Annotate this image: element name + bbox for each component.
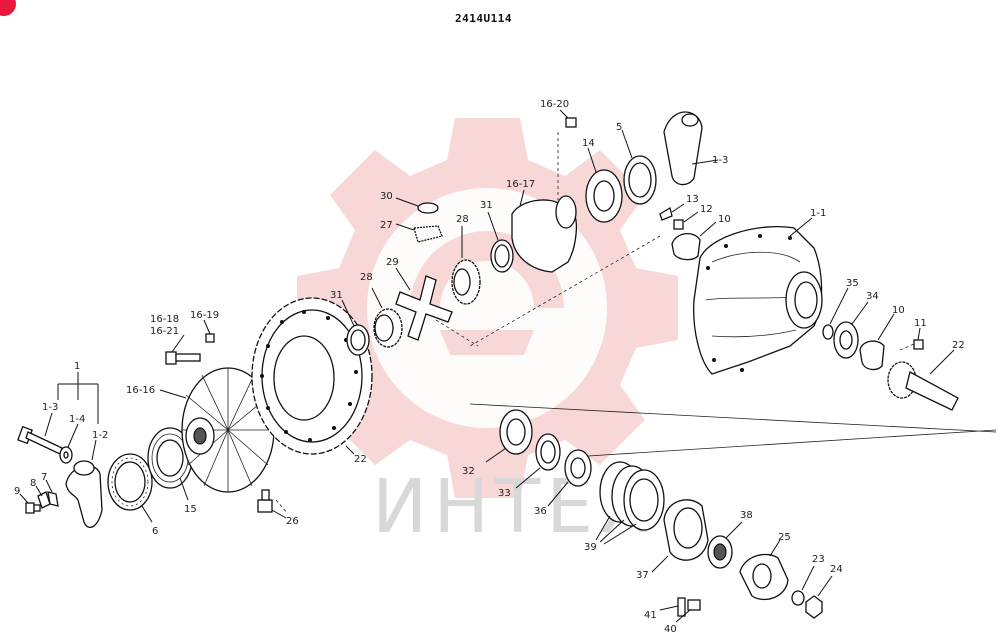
- part-plate-10a: [469, 221, 717, 347]
- callout-29: 29: [386, 257, 399, 268]
- bracket-group-1: [57, 372, 99, 424]
- callout-12: 12: [700, 204, 713, 215]
- callout-22b: 22: [952, 340, 965, 351]
- callout-41: 41: [644, 610, 657, 621]
- callout-1-4: 1-4: [69, 414, 85, 425]
- part-bearing-15: [147, 427, 193, 501]
- callout-25: 25: [778, 532, 791, 543]
- callout-10b: 10: [892, 305, 905, 316]
- callout-5: 5: [616, 122, 622, 133]
- callout-13: 13: [686, 194, 699, 205]
- part-bolt-26: [257, 489, 289, 519]
- callout-11: 11: [914, 318, 927, 329]
- part-washer-1-4: [59, 423, 79, 464]
- callout-28b: 28: [456, 214, 469, 225]
- part-washer-31a: [341, 299, 370, 356]
- callout-24: 24: [830, 564, 843, 575]
- callout-1: 1: [74, 361, 80, 372]
- part-small-13: [659, 203, 685, 221]
- part-small-7: [45, 479, 59, 507]
- callout-38: 38: [740, 510, 753, 521]
- part-washer-31b: [487, 211, 514, 273]
- callout-16-19: 16-19: [190, 310, 219, 321]
- callout-8: 8: [30, 478, 36, 489]
- part-plate-10b: [859, 313, 895, 371]
- part-spider-cross-29: [395, 267, 479, 347]
- part-nut-16-20: [559, 109, 577, 128]
- part-bearing-34: [833, 301, 869, 359]
- part-bolt-1-3: [17, 412, 63, 455]
- callout-16-18: 16-18: [150, 314, 179, 325]
- callout-16-21: 16-21: [150, 326, 179, 337]
- callout-33: 33: [498, 488, 511, 499]
- part-washer-35: [822, 287, 849, 340]
- callout-1-1: 1-1: [810, 208, 826, 219]
- part-bearing-cap-1-3: [663, 111, 719, 186]
- part-washer-30: [395, 197, 439, 214]
- part-flange-25: [739, 539, 789, 601]
- corner-badge: [0, 0, 16, 16]
- assembly-line-lower: [469, 403, 997, 457]
- callout-26: 26: [286, 516, 299, 527]
- callout-labels: 1 1-3 1-4 1-2 9 8 7 6 15 16-16 16-18 16-…: [14, 99, 965, 635]
- callout-22a: 22: [354, 454, 367, 465]
- part-shims-39: [595, 461, 665, 545]
- part-bearing-36: [547, 449, 592, 507]
- part-ring-gear-22: [251, 297, 373, 455]
- callout-1-2: 1-2: [92, 430, 108, 441]
- part-diff-case-16-16: [159, 367, 275, 493]
- part-washer-23: [791, 565, 815, 606]
- part-side-gear-28b: [451, 226, 481, 305]
- callout-39: 39: [584, 542, 597, 553]
- part-adjuster-5: [621, 129, 657, 205]
- part-bearing-32: [485, 409, 533, 463]
- callout-16-17: 16-17: [506, 179, 535, 190]
- callout-34: 34: [866, 291, 879, 302]
- callout-37: 37: [636, 570, 649, 581]
- part-housing-1-1: [693, 217, 823, 375]
- callout-15: 15: [184, 504, 197, 515]
- drawing-code: 2414U114: [455, 12, 512, 25]
- callout-9: 9: [14, 486, 20, 497]
- callout-31b: 31: [480, 200, 493, 211]
- callout-30: 30: [380, 191, 393, 202]
- callout-28a: 28: [360, 272, 373, 283]
- watermark-gear: [297, 118, 678, 498]
- callout-1-3: 1-3: [42, 402, 58, 413]
- watermark-gear-shape: [297, 118, 678, 498]
- part-diff-case-16-17: [511, 132, 578, 273]
- callout-36: 36: [534, 506, 547, 517]
- part-adjuster-6: [107, 453, 153, 523]
- part-nut-16-19: [203, 319, 215, 343]
- callout-35: 35: [846, 278, 859, 289]
- callout-10a: 10: [718, 214, 731, 225]
- callout-32: 32: [462, 466, 475, 477]
- part-drive-pinion-22: [887, 349, 959, 411]
- part-nut-12: [673, 211, 699, 230]
- callout-16-20: 16-20: [540, 99, 569, 110]
- callout-16-16: 16-16: [126, 385, 155, 396]
- callout-6: 6: [152, 526, 158, 537]
- part-pinion-27: [395, 223, 443, 243]
- part-spacer-33: [515, 433, 561, 489]
- callout-23: 23: [812, 554, 825, 565]
- callout-40: 40: [664, 624, 677, 635]
- part-small-9: [19, 493, 41, 514]
- callout-14: 14: [582, 138, 595, 149]
- part-nut-24: [805, 575, 833, 619]
- part-bolt-11: [899, 327, 924, 351]
- callout-31a: 31: [330, 290, 343, 301]
- callout-7: 7: [41, 472, 47, 483]
- part-seal-38: [707, 521, 743, 569]
- part-bolt-16-18: [165, 334, 201, 365]
- part-side-gear-28a: [371, 287, 403, 348]
- callout-1-3b: 1-3: [712, 155, 728, 166]
- part-bearing-14: [585, 147, 623, 223]
- part-retainer-37: [651, 499, 709, 573]
- part-bearing-cap-1-2: [65, 439, 103, 528]
- part-washer-40: [675, 599, 701, 623]
- part-bolt-41: [659, 597, 686, 617]
- callout-27: 27: [380, 220, 393, 231]
